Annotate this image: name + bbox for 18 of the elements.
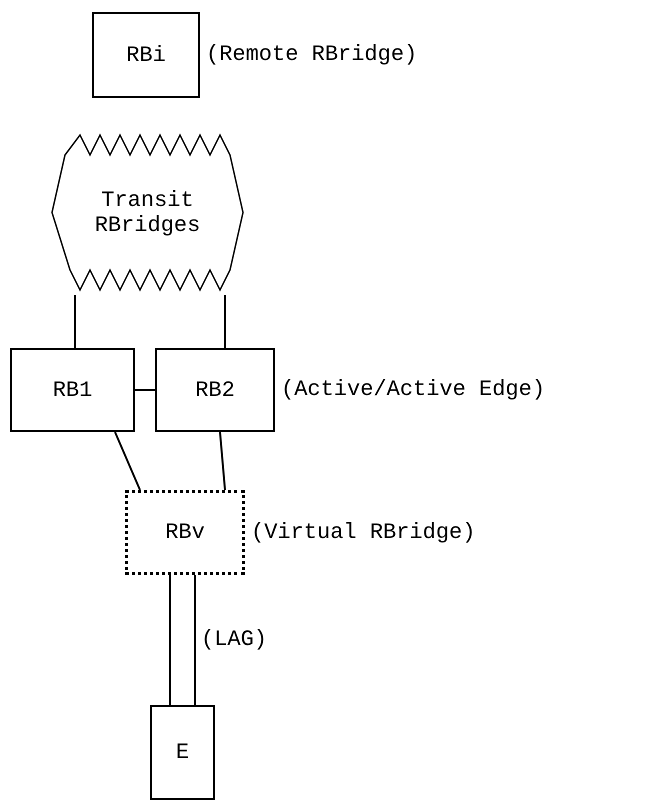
- node-label: RB1: [52, 378, 92, 402]
- connector-line: [219, 432, 226, 490]
- node-label: RBv: [165, 520, 205, 545]
- virtual-rbridge-box: [125, 490, 245, 575]
- node-label: RBi: [126, 42, 166, 68]
- node-label: Transit RBridges: [94, 188, 202, 238]
- node-label: RB2: [195, 378, 235, 402]
- node-label: E: [176, 740, 190, 765]
- connector-line: [169, 575, 171, 705]
- connector-line: [224, 295, 226, 348]
- rbridge-box: [155, 348, 275, 432]
- connector-line: [194, 575, 196, 705]
- connector-line: [114, 432, 141, 490]
- rbridge-box: [10, 348, 135, 432]
- connector-line: [74, 295, 76, 348]
- rbridge-box: [92, 12, 200, 98]
- end-station-box: [150, 705, 215, 800]
- connector-line: [135, 389, 155, 391]
